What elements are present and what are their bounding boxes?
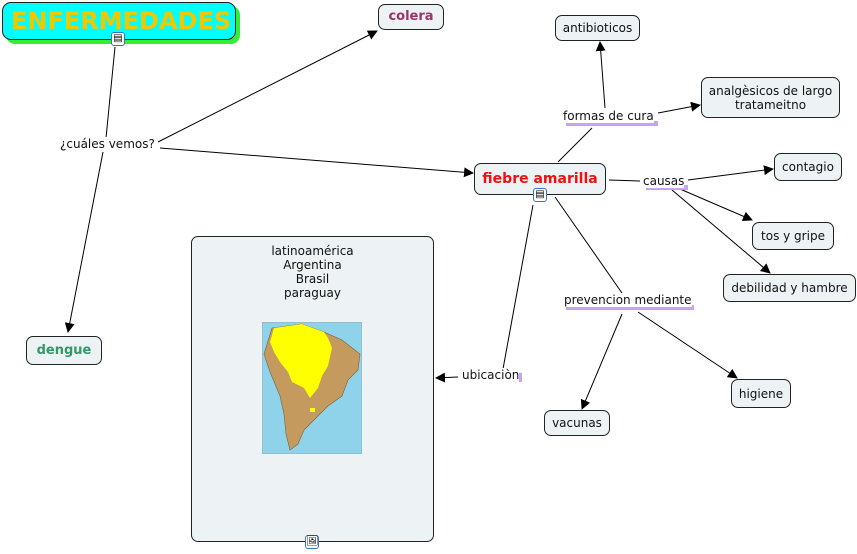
country-item: Argentina — [283, 258, 342, 272]
south-america-map-image — [262, 322, 362, 454]
image-icon[interactable]: 🖼 — [305, 535, 319, 549]
link-ubicacion[interactable]: ubicaciòn — [462, 368, 520, 382]
node-tos-y-gripe[interactable]: tos y gripe — [752, 222, 834, 250]
node-dengue[interactable]: dengue — [26, 336, 102, 365]
link-formas-de-cura[interactable]: formas de cura — [563, 109, 654, 123]
node-higiene[interactable]: higiene — [731, 379, 791, 408]
country-item: paraguay — [284, 286, 341, 300]
node-colera[interactable]: colera — [378, 4, 444, 30]
node-contagio[interactable]: contagio — [774, 153, 842, 181]
country-item: Brasil — [295, 272, 330, 286]
link-prevencion-mediante[interactable]: prevencion mediante — [564, 293, 692, 307]
link-cuales-vemos[interactable]: ¿cuáles vemos? — [60, 137, 155, 151]
node-debilidad-y-hambre[interactable]: debilidad y hambre — [723, 274, 856, 302]
document-icon[interactable]: ▤ — [533, 188, 547, 202]
node-enfermedades[interactable]: ENFERMEDADES — [2, 2, 236, 40]
document-icon[interactable]: ▤ — [111, 32, 125, 46]
node-analgesicos[interactable]: analgèsicos de largo tratameitno — [701, 77, 840, 118]
node-antibioticos[interactable]: antibioticos — [555, 15, 640, 41]
country-item: latinoamérica — [271, 244, 354, 258]
link-causas[interactable]: causas — [643, 174, 685, 188]
node-vacunas[interactable]: vacunas — [544, 410, 610, 436]
